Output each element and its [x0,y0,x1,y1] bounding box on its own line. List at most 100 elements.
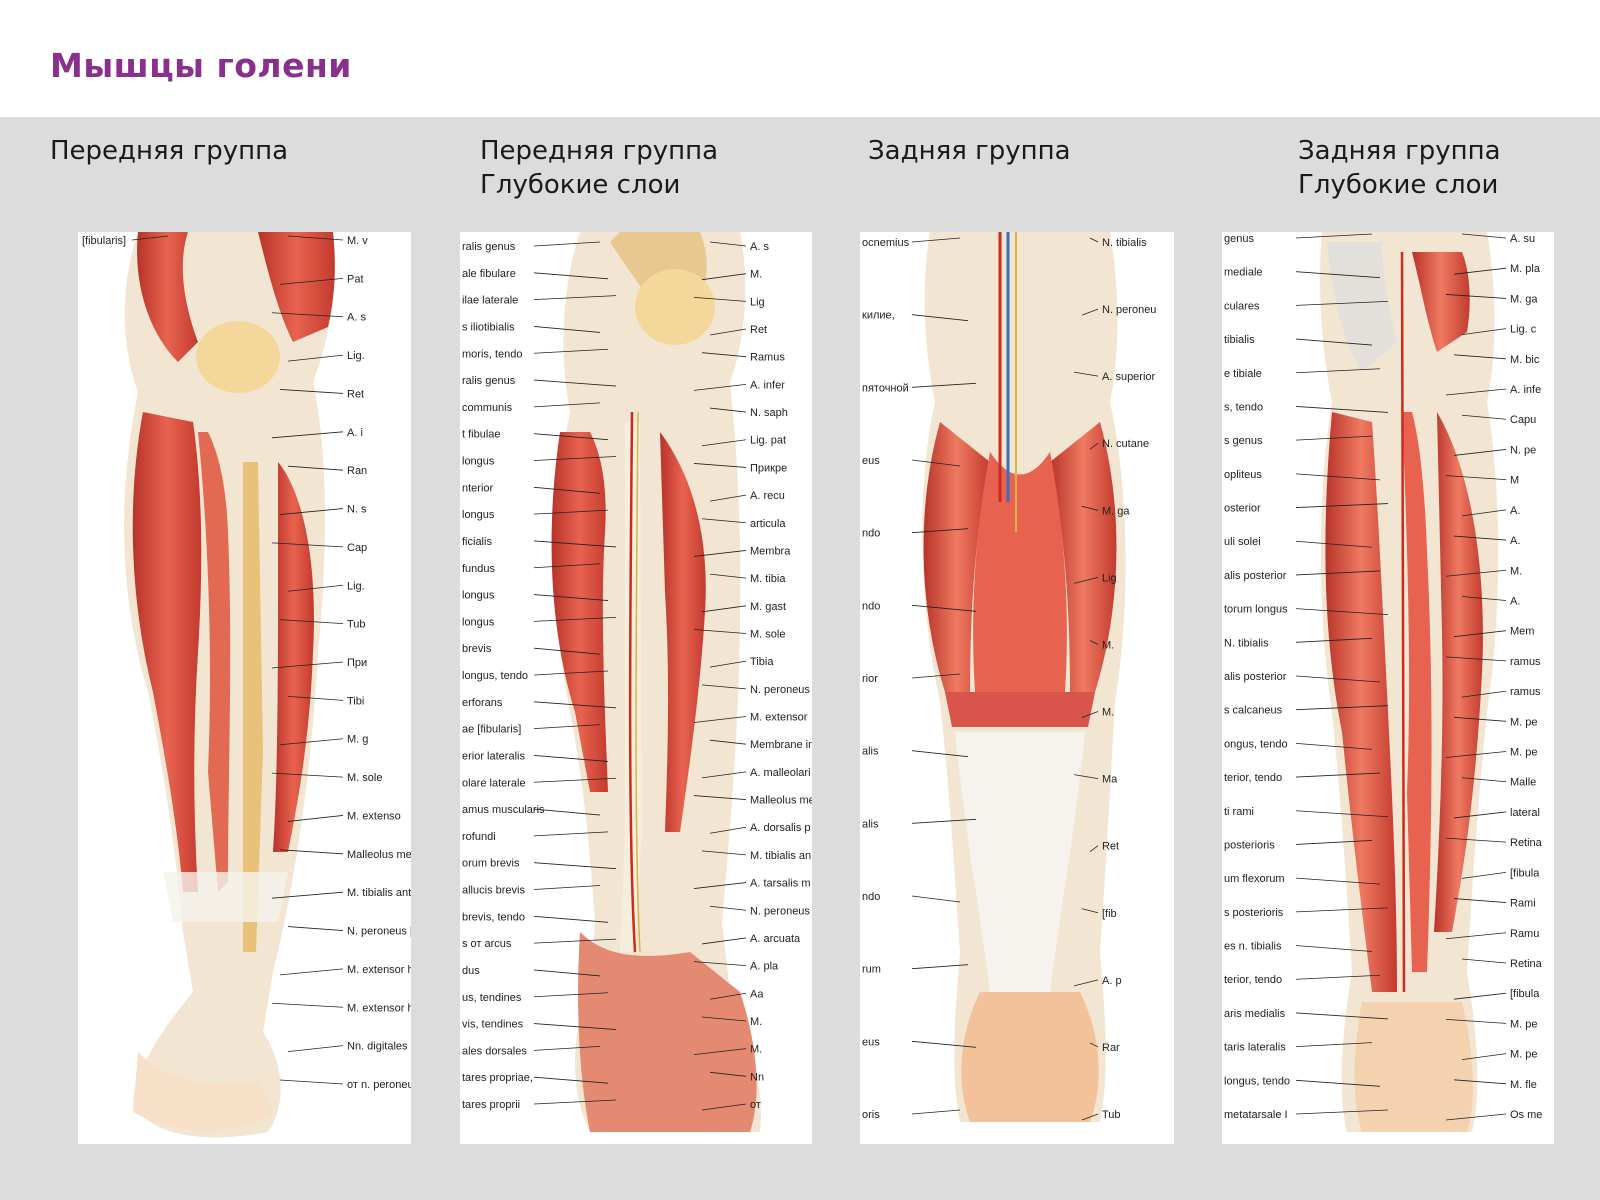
leader-line [1295,1012,1389,1020]
leader-line [911,528,969,534]
leader-line [533,563,601,569]
anatomy-label: s genus [1224,435,1263,447]
leader-line [693,629,747,634]
leader-line [693,1048,747,1056]
leader-line [911,382,977,388]
anatomy-label: nterior [462,482,494,494]
leader-line [911,1109,961,1115]
anatomy-label: Ramu [1510,928,1539,940]
anatomy-label: Tub [1102,1109,1121,1121]
leader-line [911,314,969,322]
leader-line [1453,630,1507,638]
anatomy-label: Rar [1102,1042,1120,1054]
leader-line [533,616,617,622]
anatomy-label: M. pe [1510,747,1538,759]
leader-line [709,494,747,502]
column-title-anterior-deep: Передняя группа Глубокие слои [480,134,718,202]
anatomy-label: M. [1510,565,1522,577]
leader-line [693,716,747,723]
anatomy-label: ramus [1510,686,1541,698]
leader-line [709,905,747,911]
leader-line [1445,294,1507,299]
anatomy-label: orum brevis [462,858,520,870]
patella [635,269,715,345]
leader-line [533,1076,609,1084]
anatomy-label: Malle [1510,777,1536,789]
leader-line [533,241,601,247]
anatomy-label: Nn [750,1071,764,1083]
anatomy-label: ndo [862,528,880,540]
anatomy-label: ramus [1510,656,1541,668]
anatomy-label: [fibula [1510,867,1540,879]
nerve-peroneus-profundus [635,411,641,953]
leader-line [533,670,609,676]
leader-line [1081,1113,1099,1121]
anatomy-label: A. recu [750,490,785,502]
anatomy-label: A. tarsalis m [750,878,811,890]
column-title-line: Глубокие слои [1298,170,1499,200]
leader-line [911,818,977,824]
anatomy-label: longus [462,509,495,521]
retinaculum [163,872,288,922]
leader-line [533,777,617,783]
anatomy-label: s, tendo [1224,401,1263,413]
leader-line [1461,596,1507,601]
leader-line [1453,1079,1507,1085]
leader-line [279,389,344,394]
anatomy-label: Lig [1102,572,1117,584]
column-title-posterior: Задняя группа [868,134,1071,168]
leader-line [279,968,344,976]
leader-line [287,584,344,592]
anatomy-label: M. g [347,734,368,746]
leader-line [533,509,609,515]
leader-line [1453,354,1507,360]
anatomy-label: uli solei [1224,536,1261,548]
anatomy-label: ndo [862,891,880,903]
leader-line [533,831,609,837]
anatomy-label: olare laterale [462,777,526,789]
leader-line [911,1040,977,1048]
leader-line [533,808,601,816]
leader-line [1453,267,1507,275]
anatomy-label: Lig [750,296,765,308]
leader-line [533,755,609,762]
leader-line [693,383,747,391]
anatomy-label: vis, tendines [462,1019,524,1031]
leader-line [287,235,344,241]
leader-line [533,456,617,461]
anatomy-label: aris medialis [1224,1008,1286,1020]
anatomy-label: ocnemius [862,237,910,249]
column-title-posterior-deep: Задняя группа Глубокие слои [1298,134,1501,202]
anatomy-label: genus [1224,233,1254,245]
leader-line [1081,308,1099,316]
anatomy-label: ae [fibularis] [462,724,521,736]
anatomy-label: пяточной [862,382,909,394]
anatomy-label: Os me [1510,1109,1542,1121]
leader-line [1453,535,1507,541]
leader-line [1081,908,1099,914]
muscle-peroneus-longus [551,432,608,792]
anatomy-label: A. s [750,241,769,253]
leader-line [533,1099,617,1105]
page-header: Мышцы голени [0,0,1600,117]
anatomy-label: N. saph [750,407,788,419]
leader-line [701,518,747,524]
anatomy-label: amus muscularis [462,804,545,816]
anatomy-label: Ret [1102,841,1119,853]
artery-tibialis-posterior [1400,251,1406,993]
leader-line [1295,473,1381,481]
leader-line [533,1045,601,1051]
anatomy-label: alis [862,746,879,758]
leader-line [911,604,977,612]
anatomy-label: alis [862,818,879,830]
muscle-soleus [660,432,706,832]
panel-fade-left [860,232,890,1144]
leader-line [693,550,747,557]
leader-line [709,1071,747,1077]
leader-line [533,402,601,408]
leader-line [693,795,747,800]
muscle-gastrocnemius-medial [923,422,990,692]
